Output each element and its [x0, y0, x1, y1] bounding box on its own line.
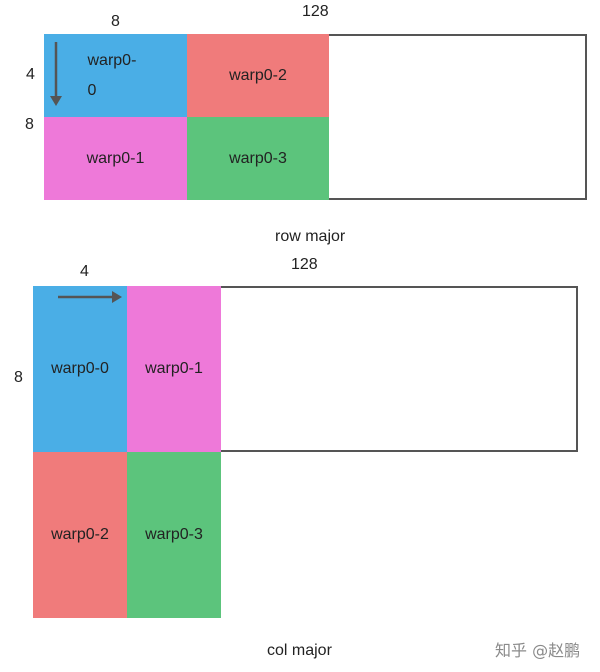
row-major-cell-warp0-3: warp0-3 [187, 117, 329, 200]
watermark-text: 知乎 @赵鹏 [495, 641, 581, 660]
col-major-cell-warp0-0-label: warp0-0 [51, 360, 109, 377]
row-major-arrow-label: 4 [26, 66, 35, 83]
col-major-height-label: 8 [14, 369, 23, 386]
col-major-cell-warp0-3: warp0-3 [127, 452, 221, 618]
col-major-cell-warp0-1: warp0-1 [127, 286, 221, 452]
row-major-cell-warp0-2-label: warp0-2 [229, 66, 287, 84]
row-major-total-width-label: 128 [302, 3, 329, 20]
row-major-cell-warp0-3-label: warp0-3 [229, 149, 287, 167]
col-major-total-width-label: 128 [291, 256, 318, 273]
col-major-cell-warp0-1-label: warp0-1 [145, 360, 203, 377]
row-major-down-arrow [50, 42, 62, 106]
col-major-caption: col major [267, 642, 332, 659]
row-major-row-height-label: 8 [25, 116, 34, 133]
col-major-right-arrow [58, 291, 122, 303]
row-major-cell-warp0-2: warp0-2 [187, 34, 329, 117]
col-major-cell-warp0-2-label: warp0-2 [51, 526, 109, 543]
col-major-cell-warp0-2: warp0-2 [33, 452, 127, 618]
row-major-cell-warp0-1-label: warp0-1 [86, 149, 145, 167]
row-major-caption: row major [275, 228, 346, 245]
row-major-cell-warp0-0: warp0-0 [44, 34, 187, 117]
row-major-cell-warp0-0-label: warp0-0 [87, 51, 137, 99]
col-major-arrow-label: 4 [80, 263, 89, 280]
row-major-cell-warp0-1: warp0-1 [44, 117, 187, 200]
row-major-col-width-label: 8 [111, 13, 120, 30]
col-major-cell-warp0-0: warp0-0 [33, 286, 127, 452]
col-major-cell-warp0-3-label: warp0-3 [145, 526, 203, 543]
